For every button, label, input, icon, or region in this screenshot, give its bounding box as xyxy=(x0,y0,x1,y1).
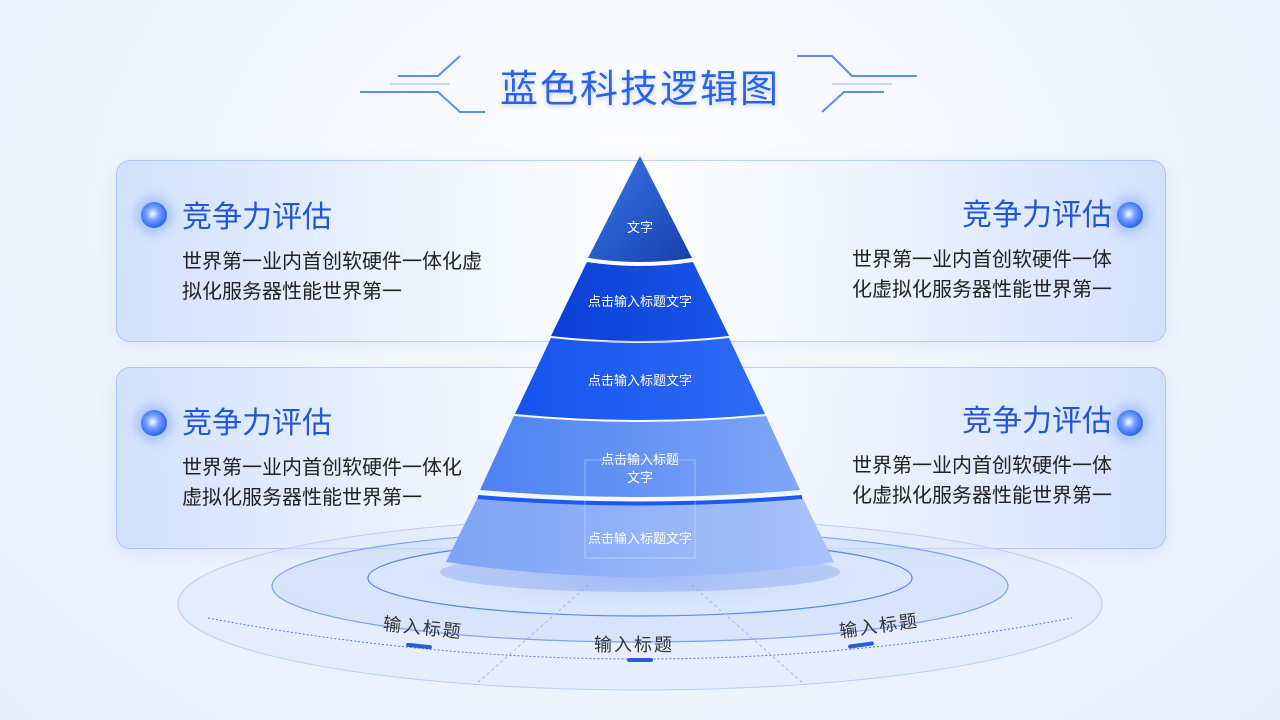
page-title: 蓝色科技逻辑图 xyxy=(499,67,780,111)
item-heading: 竞争力评估 xyxy=(962,404,1112,439)
pyramid-layer-4-label: 点击输入标题 文字 xyxy=(600,453,679,486)
pyramid-layer-4 xyxy=(480,416,800,497)
item-description: 世界第一业内首创软硬件一体化虚 拟化服务器性能世界第一 xyxy=(182,249,482,303)
item-heading: 竞争力评估 xyxy=(182,200,332,235)
pyramid-layer-1 xyxy=(588,156,692,262)
item-top-right: 竞争力评估 世界第一业内首创软硬件一体 化虚拟化服务器性能世界第一 xyxy=(772,196,1112,304)
title-left-decoration xyxy=(360,55,485,113)
base-label-center: 输入标题 xyxy=(594,635,674,656)
pyramid-layer-5-label: 点击输入标题文字 xyxy=(587,532,693,547)
pyramid-layer-5 xyxy=(446,497,834,577)
item-heading: 竞争力评估 xyxy=(962,198,1112,233)
item-description: 世界第一业内首创软硬件一体 化虚拟化服务器性能世界第一 xyxy=(852,247,1112,301)
glow-dot-icon xyxy=(141,410,167,436)
item-bottom-left: 竞争力评估 世界第一业内首创软硬件一体化 虚拟化服务器性能世界第一 xyxy=(182,404,522,512)
base-label-center-marker xyxy=(627,658,653,662)
item-description: 世界第一业内首创软硬件一体化 虚拟化服务器性能世界第一 xyxy=(182,455,462,509)
pyramid-layer-2 xyxy=(551,262,729,341)
pyramid-layer-3-label: 点击输入标题文字 xyxy=(587,374,693,389)
glow-dot-icon xyxy=(1117,410,1143,436)
pyramid-layer-3 xyxy=(515,338,765,420)
pyramid-layer-1-label: 文字 xyxy=(626,221,654,236)
title-right-decoration xyxy=(797,55,917,113)
item-description: 世界第一业内首创软硬件一体 化虚拟化服务器性能世界第一 xyxy=(852,453,1112,507)
item-top-left: 竞争力评估 世界第一业内首创软硬件一体化虚 拟化服务器性能世界第一 xyxy=(182,198,522,306)
item-bottom-right: 竞争力评估 世界第一业内首创软硬件一体 化虚拟化服务器性能世界第一 xyxy=(772,402,1112,510)
pyramid-layer-2-label: 点击输入标题文字 xyxy=(587,295,693,310)
glow-dot-icon xyxy=(141,202,167,228)
glow-dot-icon xyxy=(1117,202,1143,228)
item-heading: 竞争力评估 xyxy=(182,406,332,441)
